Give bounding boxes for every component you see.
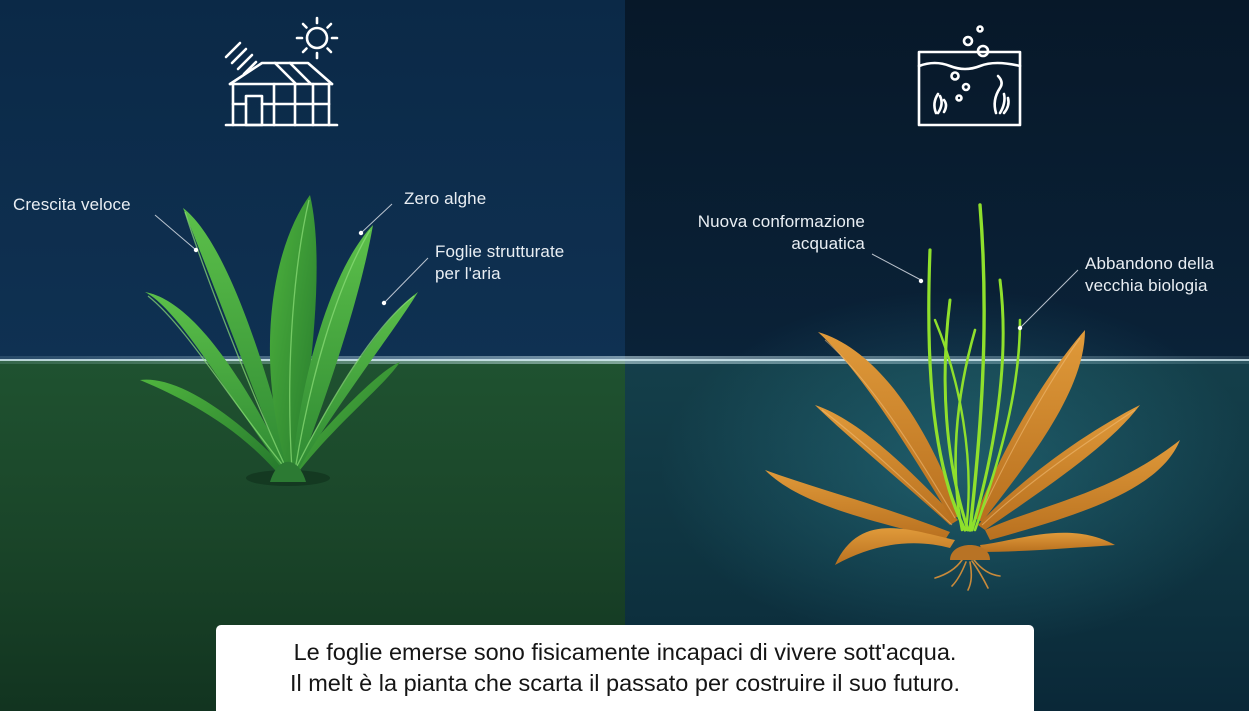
leader-dot-abbandono bbox=[1017, 325, 1023, 331]
caption-line-2: Il melt è la pianta che scarta il passat… bbox=[289, 670, 961, 696]
leader-foglie bbox=[383, 257, 429, 304]
roots bbox=[934, 559, 1001, 591]
melt-leaf-right-top bbox=[975, 330, 1085, 522]
caption-box: Le foglie emerse sono fisicamente incapa… bbox=[216, 625, 1034, 711]
leaf-tall-left bbox=[183, 208, 292, 472]
leader-zero-alghe bbox=[360, 203, 393, 234]
melt-leaf-left-top bbox=[818, 332, 960, 520]
leaf-tall-right bbox=[292, 225, 373, 472]
leader-dot-zero-alghe bbox=[358, 230, 364, 236]
label-abbandono: Abbandono della vecchia biologia bbox=[1085, 254, 1215, 295]
leaf-far-left bbox=[140, 379, 285, 470]
leader-crescita bbox=[154, 214, 197, 251]
melt-leaf-left-mid bbox=[815, 405, 958, 525]
leader-dot-foglie bbox=[381, 300, 387, 306]
melt-leaf-right-mid bbox=[978, 405, 1140, 530]
greenhouse-icon bbox=[224, 41, 339, 127]
melt-leaf-left-low bbox=[835, 528, 955, 565]
emersed-plant bbox=[140, 195, 418, 486]
melt-leaf-right-low2 bbox=[980, 532, 1115, 552]
label-zero-alghe: Zero alghe bbox=[404, 189, 487, 208]
label-crescita-veloce: Crescita veloce bbox=[13, 195, 131, 214]
leader-nuova bbox=[871, 253, 922, 281]
melting-plant bbox=[765, 203, 1180, 591]
leader-dot-nuova bbox=[918, 278, 924, 284]
new-aquatic-leaves bbox=[927, 203, 1022, 532]
caption-line-1: Le foglie emerse sono fisicamente incapa… bbox=[293, 639, 957, 665]
leaf-far-right bbox=[292, 362, 400, 470]
sun-icon bbox=[295, 16, 339, 60]
leaf-mid-right bbox=[294, 292, 418, 470]
aquarium-icon bbox=[917, 25, 1022, 127]
leader-dot-crescita bbox=[193, 247, 199, 253]
label-foglie-strutturate: Foglie strutturate per l'aria bbox=[435, 242, 565, 283]
melt-leaf-far-left bbox=[765, 470, 950, 540]
label-nuova-conformazione: Nuova conformazione acquatica bbox=[697, 212, 865, 253]
leader-abbandono bbox=[1019, 269, 1079, 329]
leader-lines bbox=[154, 203, 1079, 329]
melt-leaf-right-low bbox=[985, 440, 1180, 540]
